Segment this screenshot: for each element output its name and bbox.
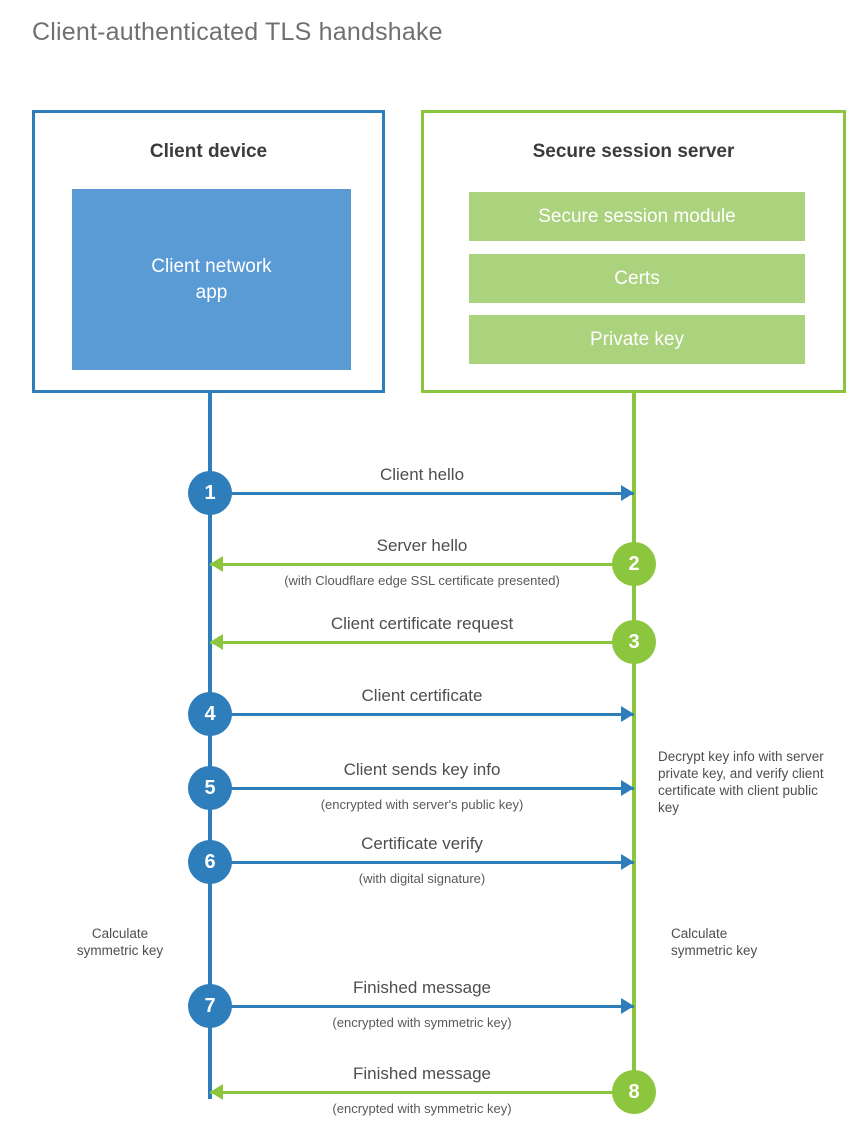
- server-lifeline: [632, 393, 636, 1092]
- arrow-head-step-7: [621, 998, 634, 1014]
- step-label-3: Client certificate request: [330, 614, 514, 633]
- step-circle-3[interactable]: 3: [612, 620, 656, 664]
- step-label-1: Client hello: [379, 465, 465, 484]
- secure-session-server-box: Secure session server Secure session mod…: [421, 110, 846, 393]
- arrow-line-step-3: [210, 641, 634, 644]
- arrow-line-step-7: [210, 1005, 634, 1008]
- step-label-2: Server hello: [376, 536, 468, 555]
- step-sublabel-2: (with Cloudflare edge SSL certificate pr…: [284, 573, 560, 588]
- step-sublabel-6: (with digital signature): [358, 871, 486, 886]
- step-label-7: Finished message: [353, 978, 491, 997]
- step-sublabel-5: (encrypted with server's public key): [320, 797, 524, 812]
- arrow-head-step-4: [621, 706, 634, 722]
- client-lifeline: [208, 393, 212, 1099]
- arrow-line-step-5: [210, 787, 634, 790]
- arrow-head-step-2: [210, 556, 223, 572]
- server-component-secure-session-module: Secure session module: [469, 192, 805, 241]
- arrow-head-step-8: [210, 1084, 223, 1100]
- step-circle-1[interactable]: 1: [188, 471, 232, 515]
- arrow-line-step-8: [210, 1091, 634, 1094]
- server-component-private-key: Private key: [469, 315, 805, 364]
- arrow-line-step-2: [210, 563, 634, 566]
- arrow-head-step-3: [210, 634, 223, 650]
- note-server-decrypt-key-info: Decrypt key info with server private key…: [658, 749, 824, 815]
- client-device-title: Client device: [149, 141, 268, 162]
- arrow-line-step-1: [210, 492, 634, 495]
- step-label-5: Client sends key info: [343, 760, 501, 779]
- step-circle-8[interactable]: 8: [612, 1070, 656, 1114]
- step-circle-6[interactable]: 6: [188, 840, 232, 884]
- arrow-line-step-6: [210, 861, 634, 864]
- page-title: Client-authenticated TLS handshake: [32, 18, 443, 46]
- step-circle-4[interactable]: 4: [188, 692, 232, 736]
- step-sublabel-7: (encrypted with symmetric key): [332, 1015, 512, 1030]
- step-sublabel-8: (encrypted with symmetric key): [332, 1101, 512, 1116]
- step-circle-5[interactable]: 5: [188, 766, 232, 810]
- arrow-head-step-6: [621, 854, 634, 870]
- step-label-8: Finished message: [353, 1064, 491, 1083]
- arrow-head-step-5: [621, 780, 634, 796]
- step-circle-7[interactable]: 7: [188, 984, 232, 1028]
- step-circle-2[interactable]: 2: [612, 542, 656, 586]
- server-component-certs: Certs: [469, 254, 805, 303]
- secure-session-server-title: Secure session server: [532, 141, 735, 162]
- arrow-head-step-1: [621, 485, 634, 501]
- step-label-6: Certificate verify: [361, 834, 483, 853]
- step-label-4: Client certificate: [361, 686, 483, 705]
- arrow-line-step-4: [210, 713, 634, 716]
